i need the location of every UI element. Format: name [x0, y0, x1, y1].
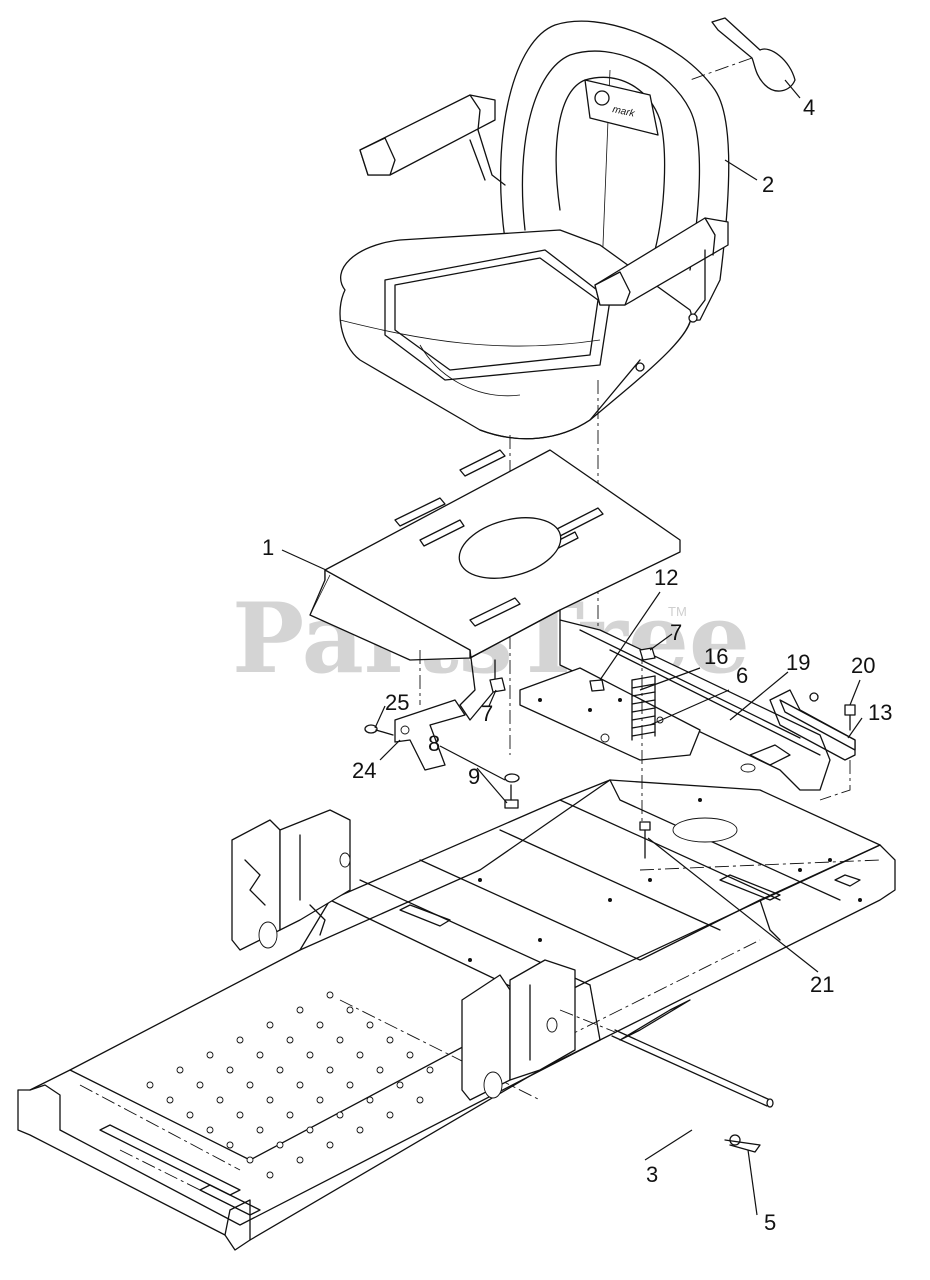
brand-text: mark	[611, 104, 636, 120]
callout-20: 20	[851, 653, 875, 678]
leader-lines	[281, 79, 863, 1216]
foot-deck-holes	[146, 991, 434, 1179]
callout-16: 16	[704, 644, 728, 669]
callout-8: 8	[428, 731, 440, 756]
callout-1: 1	[262, 535, 274, 560]
part-5-clip	[724, 1134, 761, 1153]
left-armrest	[359, 94, 506, 186]
part-4-key	[689, 17, 796, 92]
callout-21: 21	[810, 972, 834, 997]
callout-13: 13	[868, 700, 892, 725]
left-pivot-bracket	[231, 809, 351, 951]
callout-4: 4	[803, 95, 815, 120]
callout-5: 5	[764, 1210, 776, 1235]
hardware	[364, 647, 856, 859]
callout-25: 25	[385, 690, 409, 715]
callout-9: 9	[468, 764, 480, 789]
mower-frame	[17, 763, 896, 1251]
callout-19: 19	[786, 650, 810, 675]
callout-7-upper: 7	[670, 620, 682, 645]
callout-24: 24	[352, 758, 376, 783]
seat: mark	[339, 20, 730, 440]
callout-12: 12	[654, 565, 678, 590]
callout-6: 6	[736, 663, 748, 688]
part-6-spring	[631, 650, 656, 830]
callout-3: 3	[646, 1162, 658, 1187]
part-13-bracket	[779, 699, 856, 801]
brand-plate: mark	[584, 79, 659, 136]
watermark-trademark: TM	[668, 604, 687, 619]
part-24-latch	[394, 699, 466, 771]
callout-2: 2	[762, 172, 774, 197]
right-armrest	[594, 217, 729, 323]
callouts: 1 2 3 4 5 6 7 7 8 9 12 13 16 19 20 21 24…	[262, 95, 892, 1235]
right-pivot-bracket	[309, 904, 576, 1101]
callout-7-lower: 7	[481, 701, 493, 726]
part-1-seat-pan	[309, 449, 681, 721]
part-3-rod	[559, 1009, 774, 1108]
